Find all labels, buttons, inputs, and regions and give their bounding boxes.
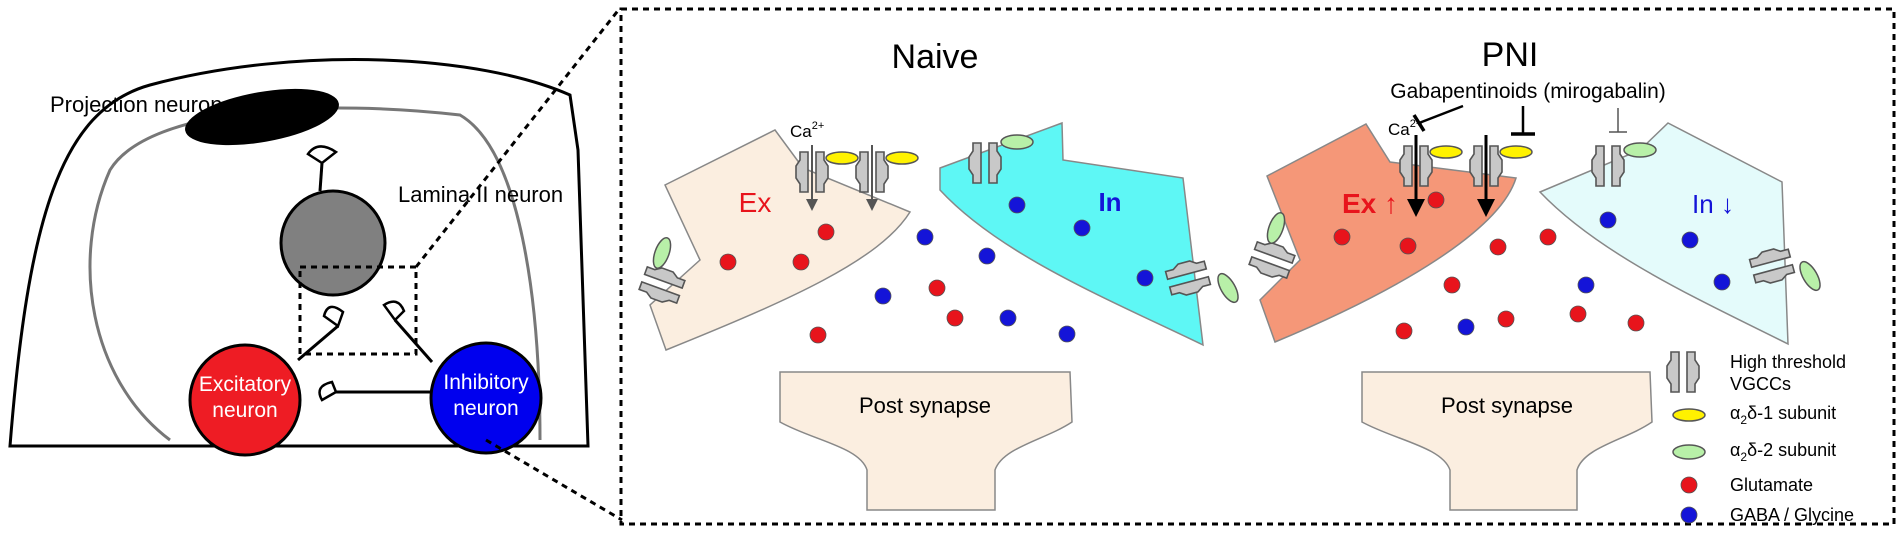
inhibitory-bouton [382,300,406,322]
naive-a2d1-1 [825,151,859,165]
naive-post-synapse-label: Post synapse [859,393,991,418]
naive-ex-label: Ex [739,187,772,218]
naive-post-synapse [779,371,1073,511]
gaba-release [916,228,934,246]
inhibitory-neuron-label-2: neuron [453,397,518,420]
glutamate-vesicle [1427,191,1445,209]
spinal-cord-panel: Projection neuron Lamina II neuron Excit… [8,58,590,457]
glutamate-vesicle [792,253,810,271]
gaba-vesicle [1713,273,1731,291]
projection-neuron-body [185,88,339,146]
projection-neuron-label: Projection neuron [50,92,222,117]
glutamate-release [1627,314,1645,332]
pni-a2d1-2 [1499,145,1533,159]
gaba-release [1577,276,1595,294]
pni-a2d2-in-top [1623,142,1657,158]
legend-glutamate-icon [1680,476,1698,494]
pni-a2d1-1 [1429,145,1463,159]
synapse-detail-frame [619,7,1896,526]
excitatory-neuron-label-2: neuron [212,399,277,422]
glutamate-release [1569,305,1587,323]
glutamate-release [928,279,946,297]
glutamate-release [1489,238,1507,256]
drug-inhibition-line-1 [1418,104,1464,125]
pni-post-synapse [1361,371,1653,511]
gaba-release [1058,325,1076,343]
naive-in-label: In [1098,187,1121,217]
legend: High threshold VGCCs α2δ-1 subunit α2δ-2… [1666,351,1854,525]
pni-a2d2-side-left [1266,212,1286,244]
glutamate-release [1395,322,1413,340]
naive-section: Naive Post synapse Ex In Ca2+ [636,38,1239,511]
gaba-vesicle [1681,231,1699,249]
legend-vgcc-icon [1666,351,1700,393]
zoom-connector-top [414,7,622,268]
excitatory-bouton [322,305,345,328]
naive-a2d2-side-left [652,237,672,269]
pni-in-label: In ↓ [1692,189,1734,219]
glutamate-release [809,326,827,344]
gaba-release [1457,318,1475,336]
legend-a2d2-icon [1672,444,1706,460]
glutamate-vesicle [719,253,737,271]
glutamate-vesicle [1399,237,1417,255]
dorsal-horn-outline [8,58,590,448]
naive-a2d2-in-side [1217,272,1239,304]
naive-title: Naive [892,38,979,76]
drug-label: Gabapentinoids (mirogabalin) [1390,80,1666,103]
legend-gaba-icon [1680,506,1698,524]
gaba-release [874,287,892,305]
legend-vgcc-label-1: High threshold [1730,352,1846,372]
legend-a2d2-label: α2δ-2 subunit [1730,440,1836,464]
naive-excitatory-terminal [649,129,912,351]
naive-a2d2-in-top [1000,134,1034,150]
glutamate-release [1539,228,1557,246]
glutamate-vesicle [1333,228,1351,246]
inhibitory-neuron [429,341,543,455]
lamina-ii-neuron [279,189,387,297]
pni-excitatory-terminal [1259,123,1517,343]
pni-ex-label: Ex ↑ [1342,188,1398,219]
glutamate-release [1497,310,1515,328]
legend-vgcc-label-2: VGCCs [1730,374,1791,394]
gaba-vesicle [1073,219,1091,237]
legend-glutamate-label: Glutamate [1730,475,1813,495]
gaba-release [978,247,996,265]
zoom-region-box [298,265,418,356]
drug-inhibition-bar-1 [1412,114,1426,132]
gaba-vesicle [1599,211,1617,229]
gaba-vesicle [1008,196,1026,214]
zoom-connector-bottom [485,438,623,522]
excitatory-neuron-label-1: Excitatory [199,373,292,396]
legend-gaba-label: GABA / Glycine [1730,505,1854,525]
lamina-terminal-bouton [306,145,339,165]
legend-a2d1-icon [1672,408,1706,422]
gaba-vesicle [1136,269,1154,287]
glutamate-release [1443,276,1461,294]
lamina-axon [318,162,324,192]
inhibitory-to-excitatory-bouton [318,380,338,402]
gaba-release [999,309,1017,327]
pni-ca-label: Ca2+ [1388,118,1422,139]
naive-ca-label: Ca2+ [790,120,824,141]
pni-post-synapse-label: Post synapse [1441,393,1573,418]
naive-inhibitory-terminal [939,121,1204,347]
inhibitory-to-lamina-axon [393,319,434,363]
inhibitory-neuron-label-1: Inhibitory [443,371,529,394]
glutamate-vesicle [817,223,835,241]
glutamate-release [946,309,964,327]
pni-section: PNI Gabapentinoids (mirogabalin) Post sy… [1246,36,1821,511]
pni-a2d2-in-side [1799,260,1821,292]
legend-a2d1-label: α2δ-1 subunit [1730,403,1836,427]
excitatory-neuron [188,343,302,457]
excitatory-to-lamina-axon [297,324,339,362]
pni-title: PNI [1482,36,1539,74]
naive-a2d1-2 [885,151,919,165]
